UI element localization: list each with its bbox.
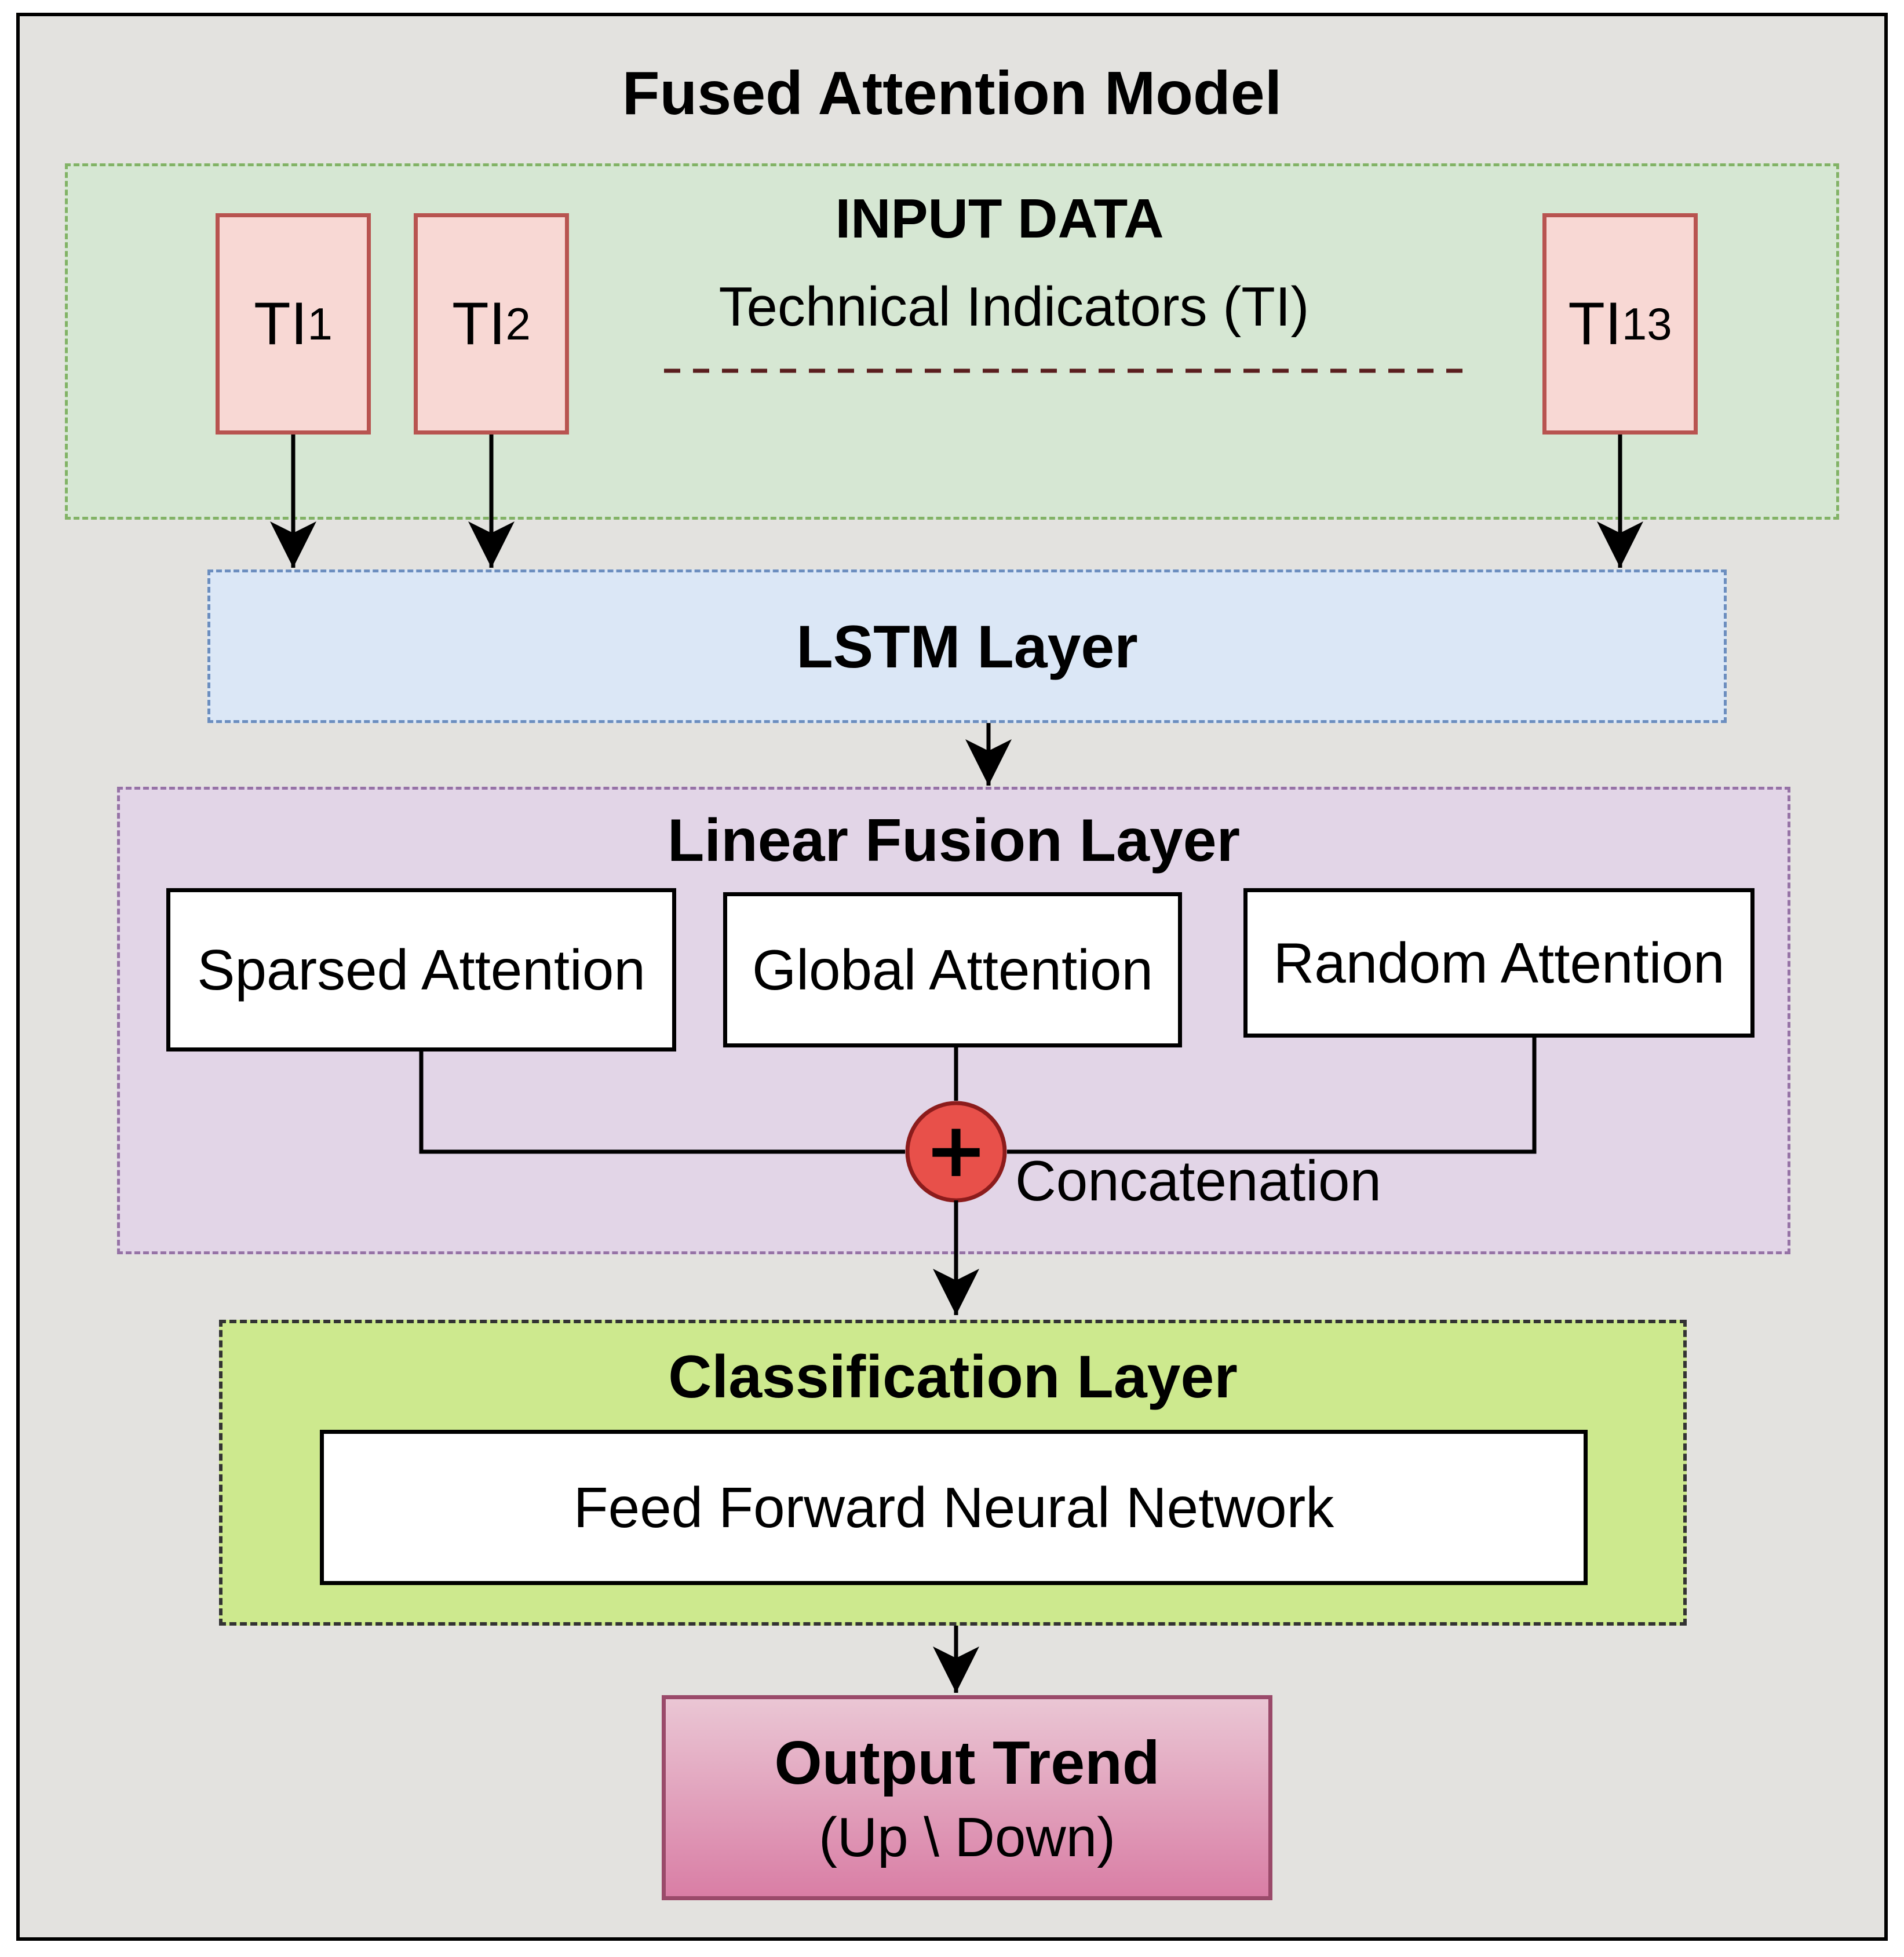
diagram-title: Fused Attention Model <box>622 59 1282 127</box>
concatenation-label: Concatenation <box>1015 1149 1382 1213</box>
output-trend-label: Output Trend <box>774 1729 1160 1797</box>
feed-forward-network-box: Feed Forward Neural Network <box>320 1430 1588 1585</box>
lstm-layer-zone <box>207 569 1727 723</box>
sparsed-attention-box: Sparsed Attention <box>166 888 676 1051</box>
technical-indicators-label: Technical Indicators (TI) <box>718 276 1310 338</box>
concatenation-operator-symbol: + <box>925 1106 988 1194</box>
indicator-name: TI <box>254 290 308 357</box>
linear-fusion-label: Linear Fusion Layer <box>667 807 1241 874</box>
connector-random-to-concat <box>1007 1038 1537 1154</box>
global-attention-box: Global Attention <box>723 892 1182 1047</box>
random-attention-box: Random Attention <box>1243 888 1755 1038</box>
output-trend-values: (Up \ Down) <box>818 1806 1116 1868</box>
output-trend-box <box>662 1695 1272 1900</box>
indicator-name: TI <box>1568 290 1622 357</box>
classification-layer-label: Classification Layer <box>668 1343 1238 1411</box>
lstm-layer-label: LSTM Layer <box>796 614 1138 681</box>
connector-sparsed-to-concat <box>419 1051 905 1154</box>
indicator-name: TI <box>452 290 506 357</box>
input-data-heading: INPUT DATA <box>835 188 1164 250</box>
